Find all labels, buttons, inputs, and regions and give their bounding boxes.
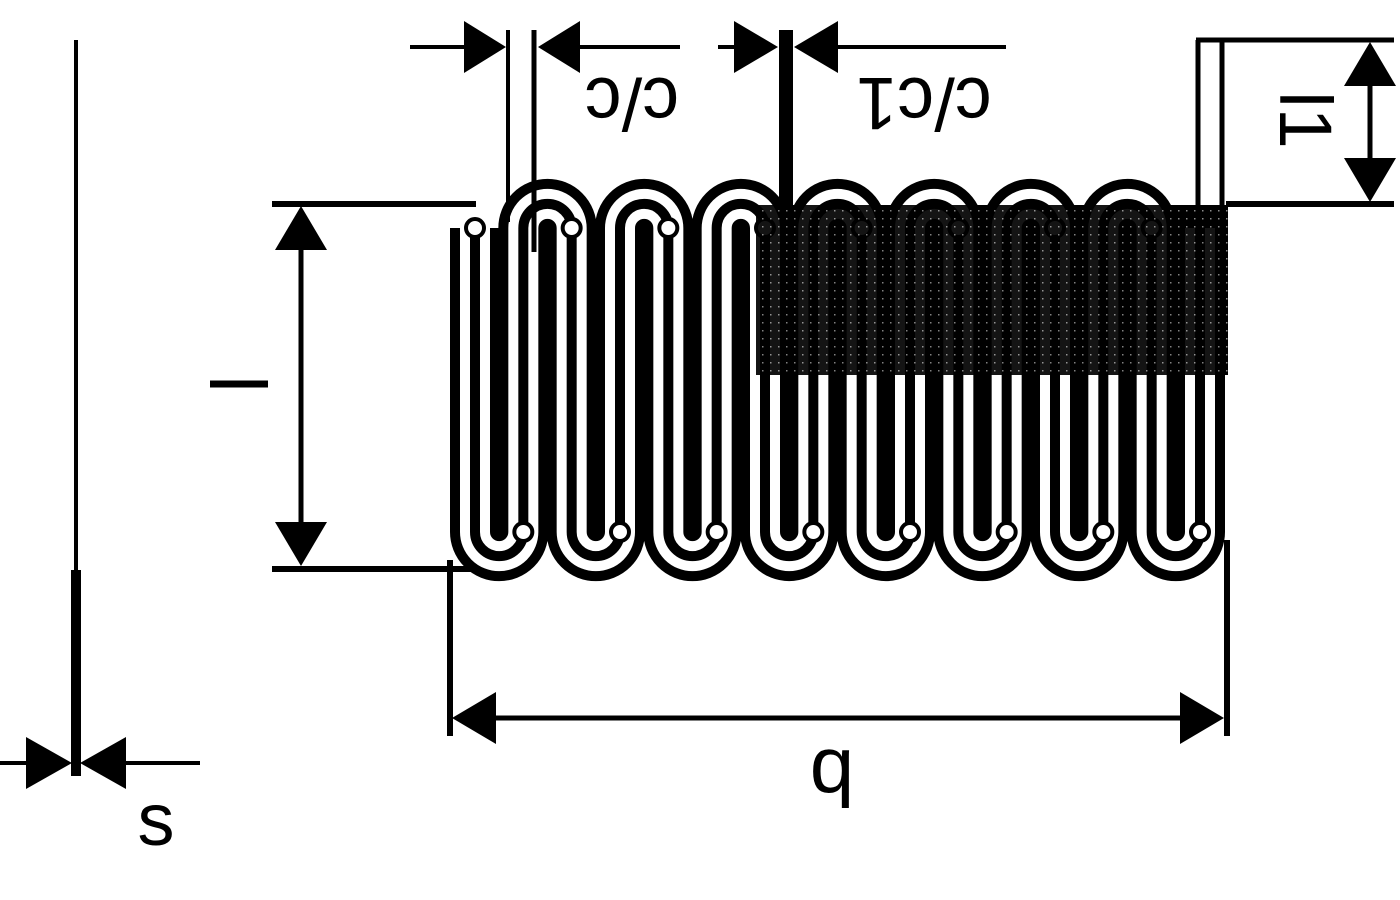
pitch-arrow-right — [538, 21, 580, 73]
meander-turn-dot — [705, 521, 728, 543]
length-arrow-top — [275, 206, 327, 250]
meander-turn-dot — [802, 521, 825, 543]
meander-turn-dot — [1189, 521, 1211, 543]
dimension-width: b — [447, 540, 1230, 822]
embedded-region-overlay — [756, 205, 1226, 375]
meander-turn-dot — [995, 521, 1018, 543]
meander-turn-dot — [657, 217, 680, 239]
dimension-pitch: c/c — [410, 21, 680, 252]
top-length-arrow-bottom — [1344, 158, 1396, 202]
length-label: l — [193, 375, 282, 393]
dimension-top-length: l1 — [1195, 37, 1396, 210]
pitch-secondary-arrow-left — [734, 21, 778, 73]
top-length-arrow-top — [1344, 42, 1396, 86]
thickness-arrow-right — [80, 737, 126, 789]
meander-turn-dot — [899, 521, 921, 543]
pitch-secondary-arrow-right — [794, 21, 838, 73]
top-length-label: l1 — [1264, 91, 1347, 149]
meander-turn-dot — [560, 217, 583, 239]
pitch-secondary-label: c/c1 — [856, 62, 992, 145]
length-arrow-bottom — [275, 522, 327, 566]
pitch-label: c/c — [585, 62, 680, 145]
dimension-length: l — [193, 201, 476, 572]
heating-element — [450, 178, 1228, 582]
meander-core — [470, 198, 1205, 562]
thickness-label: s — [138, 778, 175, 861]
width-arrow-left — [452, 692, 496, 744]
meander-turn-dot — [1092, 521, 1115, 543]
thickness-arrow-left — [26, 737, 72, 789]
meander-turn-dot — [512, 521, 535, 543]
meander-turn-dot — [464, 217, 486, 239]
dimension-thickness: s — [0, 737, 200, 861]
width-label: b — [810, 733, 855, 822]
pitch-arrow-left — [464, 21, 506, 73]
meander-turn-dot — [609, 521, 631, 543]
dimension-pitch-secondary: c/c1 — [718, 21, 1006, 210]
width-arrow-right — [1180, 692, 1224, 744]
